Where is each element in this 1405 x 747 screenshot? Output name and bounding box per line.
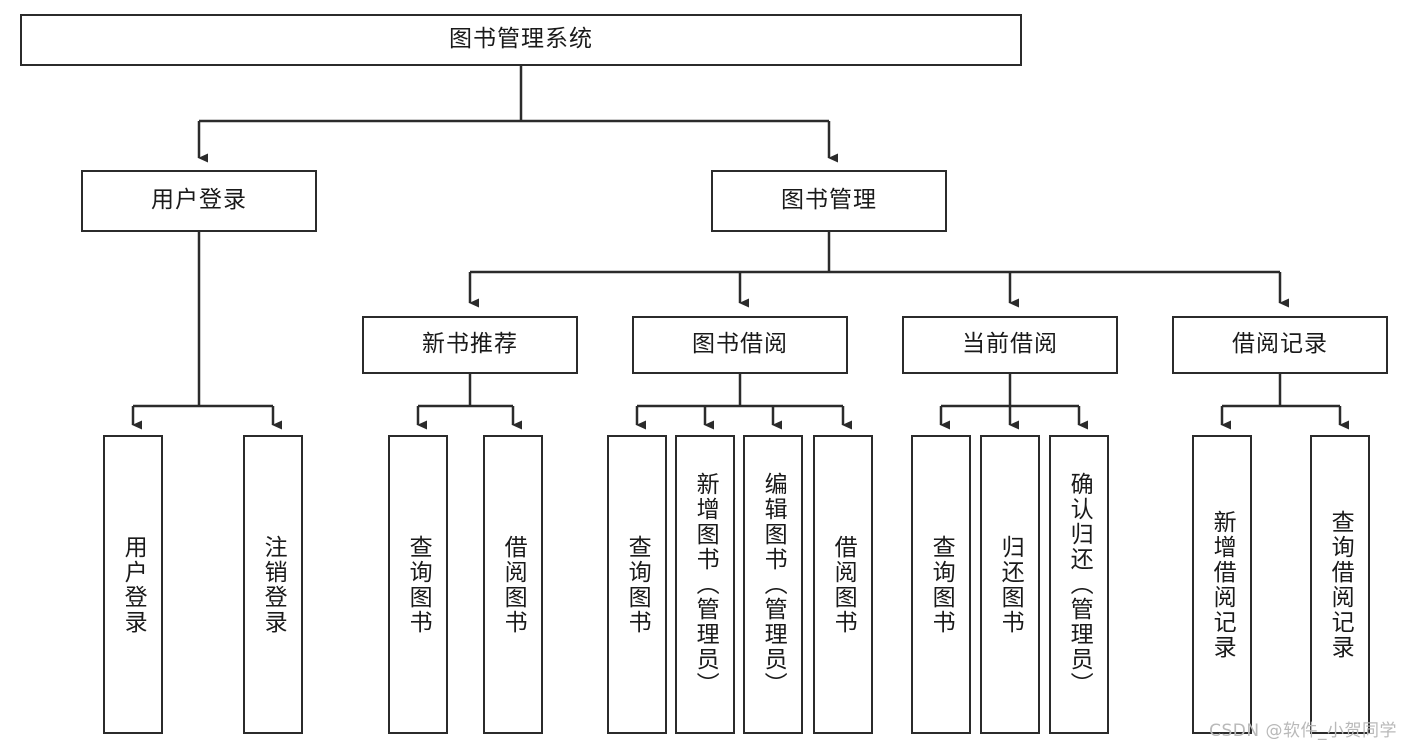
leaf-confirm-return-admin[interactable]: 确认归还（管理员） — [1049, 435, 1109, 734]
node-label: 编辑图书（管理员） — [760, 472, 787, 697]
node-label: 新增借阅记录 — [1209, 509, 1236, 660]
leaf-query-book-current[interactable]: 查询图书 — [911, 435, 971, 734]
node-label: 图书管理 — [781, 187, 877, 214]
node-label: 查询图书 — [624, 534, 651, 635]
node-label: 查询图书 — [928, 534, 955, 635]
node-label: 当前借阅 — [962, 331, 1058, 358]
node-root-book-management-system[interactable]: 图书管理系统 — [20, 14, 1022, 66]
node-label: 借阅图书 — [500, 534, 527, 635]
node-label: 查询借阅记录 — [1327, 509, 1354, 660]
leaf-query-book-borrow[interactable]: 查询图书 — [607, 435, 667, 734]
node-label: 用户登录 — [120, 534, 147, 635]
node-label: 注销登录 — [260, 534, 287, 635]
leaf-add-borrow-record[interactable]: 新增借阅记录 — [1192, 435, 1252, 734]
node-book-management[interactable]: 图书管理 — [711, 170, 947, 232]
node-new-book-recommend[interactable]: 新书推荐 — [362, 316, 578, 374]
node-book-borrow[interactable]: 图书借阅 — [632, 316, 848, 374]
leaf-add-book-admin[interactable]: 新增图书（管理员） — [675, 435, 735, 734]
leaf-query-book-recommend[interactable]: 查询图书 — [388, 435, 448, 734]
node-label: 借阅记录 — [1232, 331, 1328, 358]
leaf-edit-book-admin[interactable]: 编辑图书（管理员） — [743, 435, 803, 734]
node-borrow-record[interactable]: 借阅记录 — [1172, 316, 1388, 374]
leaf-return-book[interactable]: 归还图书 — [980, 435, 1040, 734]
leaf-user-login[interactable]: 用户登录 — [103, 435, 163, 734]
node-label: 确认归还（管理员） — [1066, 472, 1093, 697]
node-label: 归还图书 — [997, 534, 1024, 635]
node-label: 图书借阅 — [692, 331, 788, 358]
leaf-borrow-book[interactable]: 借阅图书 — [813, 435, 873, 734]
node-label: 借阅图书 — [830, 534, 857, 635]
watermark: CSDN @软件_小贺同学 — [1209, 721, 1397, 741]
node-label: 图书管理系统 — [449, 26, 593, 53]
leaf-logout-login[interactable]: 注销登录 — [243, 435, 303, 734]
node-current-borrow[interactable]: 当前借阅 — [902, 316, 1118, 374]
node-label: 新增图书（管理员） — [692, 472, 719, 697]
node-user-login[interactable]: 用户登录 — [81, 170, 317, 232]
leaf-borrow-book-recommend[interactable]: 借阅图书 — [483, 435, 543, 734]
node-label: 新书推荐 — [422, 331, 518, 358]
leaf-query-borrow-record[interactable]: 查询借阅记录 — [1310, 435, 1370, 734]
node-label: 用户登录 — [151, 187, 247, 214]
node-label: 查询图书 — [405, 534, 432, 635]
